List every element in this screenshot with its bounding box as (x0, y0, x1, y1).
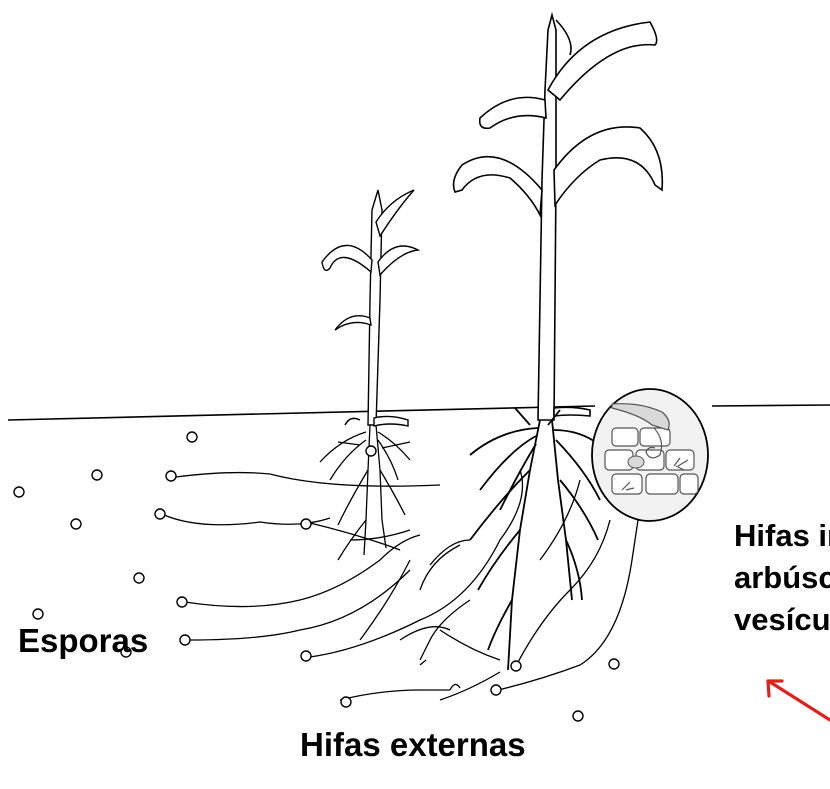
internal-hyphae-label-line: Hifas in (734, 515, 830, 557)
spore (155, 509, 165, 519)
spore (177, 597, 187, 607)
spore (14, 487, 24, 497)
large-plant-roots (470, 408, 600, 670)
internal-hyphae-label: Hifas in arbúsc vesícul (734, 515, 830, 641)
external-hyphae (164, 470, 638, 700)
internal-hyphae-label-line: vesícul (734, 599, 830, 641)
spore (92, 470, 102, 480)
spore (180, 635, 190, 645)
spore (573, 711, 583, 721)
spore (33, 609, 43, 619)
spore (301, 519, 311, 529)
small-plant (322, 190, 418, 426)
spore (71, 519, 81, 529)
spore (301, 651, 311, 661)
root-cell-magnifier-icon (592, 389, 708, 521)
spore (491, 685, 501, 695)
external-hyphae-label: Hifas externas (300, 726, 526, 764)
spore (609, 659, 619, 669)
soil-surface-line (8, 405, 830, 420)
spores-label: Esporas (18, 622, 148, 660)
spore (366, 446, 376, 456)
spore (166, 471, 176, 481)
spore (187, 432, 197, 442)
spore (134, 573, 144, 583)
spore (511, 661, 521, 671)
internal-hyphae-label-line: arbúsc (734, 557, 830, 599)
pointer-arrow-icon (768, 681, 830, 720)
spore (341, 697, 351, 707)
large-plant (454, 15, 663, 420)
